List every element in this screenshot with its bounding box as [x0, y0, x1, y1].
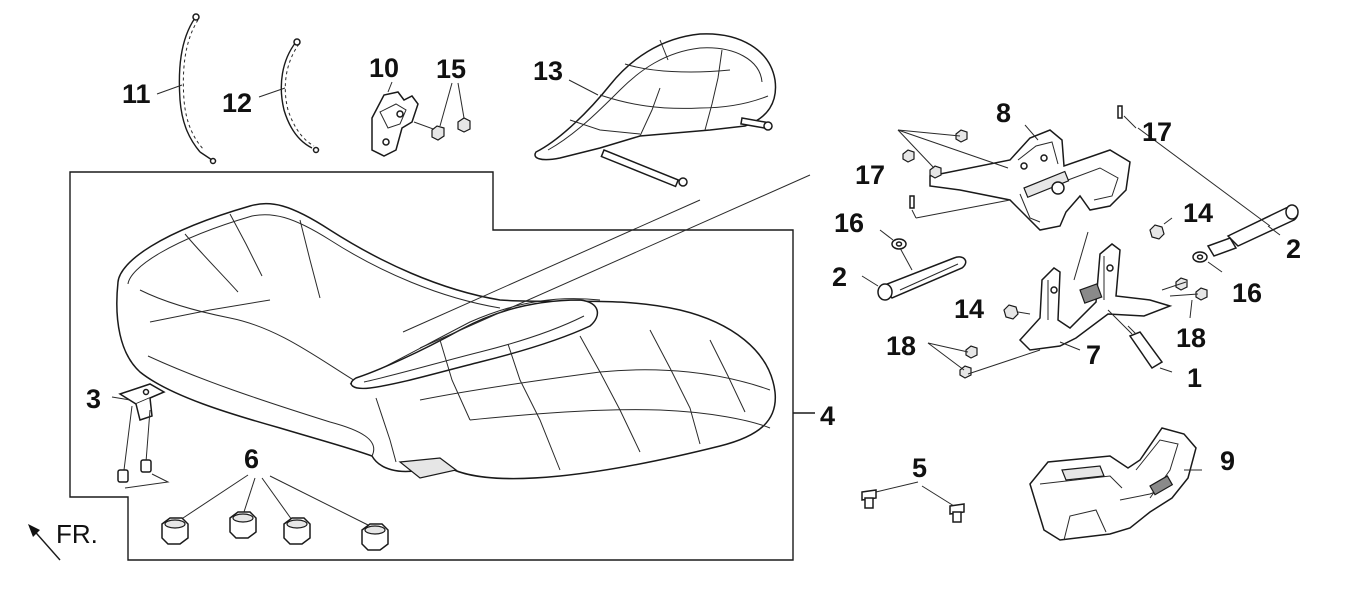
pin-17 — [909, 105, 1137, 219]
callout-13: 13 — [533, 56, 563, 86]
callout-3: 3 — [86, 384, 101, 414]
nuts-18-upper — [897, 129, 1009, 179]
front-direction-label: FR. — [56, 519, 98, 549]
nut-15 — [413, 82, 471, 141]
assembly-boundary — [69, 171, 794, 561]
front-direction-arrow — [28, 524, 61, 561]
callout-17-left: 17 — [855, 160, 885, 190]
callout-16-left: 16 — [834, 208, 864, 238]
bracket-3 — [111, 383, 170, 489]
callout-8: 8 — [996, 98, 1011, 128]
callout-9: 9 — [1220, 446, 1235, 476]
callout-11: 11 — [122, 79, 151, 109]
cable-11 — [156, 13, 217, 165]
cable-12 — [258, 38, 320, 154]
lower-bracket-7 — [1018, 231, 1173, 351]
nuts-18-lower — [927, 277, 1208, 379]
callout-14-right: 14 — [1183, 198, 1213, 228]
hinge-bracket-8 — [929, 124, 1131, 231]
callout-1: 1 — [1187, 363, 1202, 393]
callout-17-top: 17 — [1142, 117, 1172, 147]
callout-18-right: 18 — [1176, 323, 1206, 353]
callout-15: 15 — [436, 54, 466, 84]
callout-7: 7 — [1086, 340, 1101, 370]
storage-box-9 — [1029, 427, 1202, 541]
bumper-5 — [861, 481, 965, 523]
seat-lock-10 — [371, 81, 419, 157]
callout-14-left: 14 — [954, 294, 984, 324]
callout-10: 10 — [369, 53, 399, 83]
callout-4: 4 — [820, 401, 835, 431]
callout-12: 12 — [222, 88, 252, 118]
sensor-1 — [1107, 309, 1173, 373]
seat-4 — [116, 174, 811, 480]
callout-5: 5 — [912, 453, 927, 483]
callout-2-left: 2 — [832, 262, 847, 292]
callout-16-right: 16 — [1232, 278, 1262, 308]
callout-6: 6 — [244, 444, 259, 474]
damper-6 — [161, 474, 389, 551]
washer-16 — [879, 229, 1223, 273]
gas-strut-2 — [861, 127, 1299, 301]
backrest-13 — [534, 33, 777, 188]
bolt-14 — [1003, 217, 1173, 320]
callout-18-left: 18 — [886, 331, 916, 361]
callout-2-right: 2 — [1286, 234, 1301, 264]
